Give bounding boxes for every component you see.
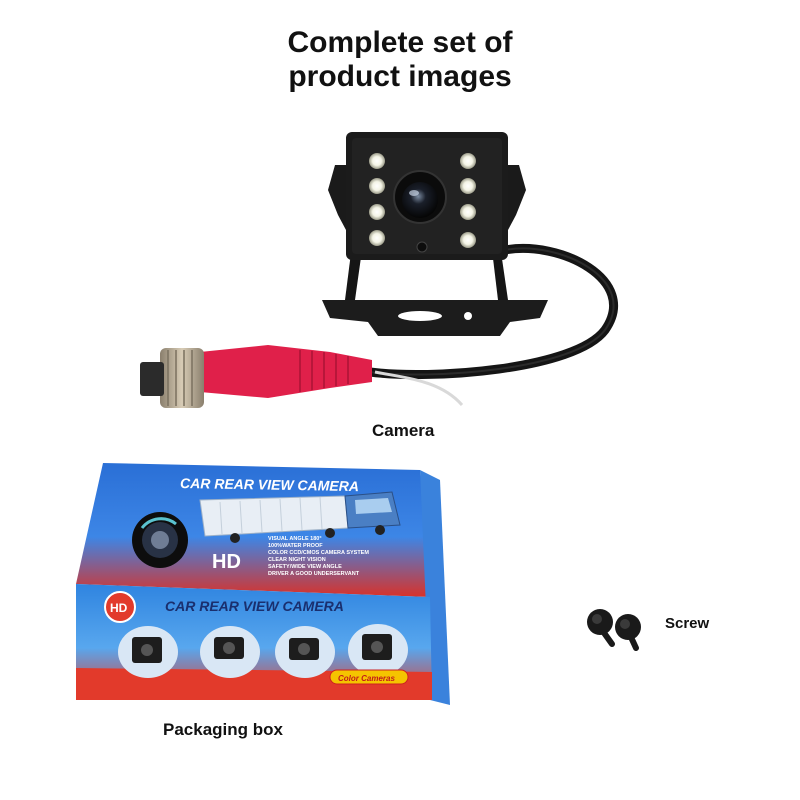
packaging-box: CAR REAR VIEW CAMERA HD V (76, 463, 450, 705)
truck-image (199, 491, 401, 543)
led-lights (369, 153, 476, 248)
box-feature-line: SAFETY/WIDE VIEW ANGLE (268, 564, 342, 570)
screws (587, 609, 641, 651)
box-top-heading: CAR REAR VIEW CAMERA (180, 475, 359, 494)
box-feature-line: COLOR CCD/CMOS CAMERA SYSTEM (268, 550, 369, 556)
camera-thumbnails (118, 624, 408, 678)
box-hd-text: HD (212, 551, 241, 573)
box-features: VISUAL ANGLE 180° 100%WATER PROOF COLOR … (268, 536, 369, 577)
packaging-box-label: Packaging box (163, 720, 283, 739)
front-hd-badge-text: HD (110, 601, 128, 615)
red-connector (200, 345, 372, 398)
box-feature-line: DRIVER A GOOD UNDERSERVANT (268, 571, 360, 577)
color-cameras-badge (329, 669, 409, 685)
box-side-face (420, 470, 450, 705)
box-feature-line: VISUAL ANGLE 180° (268, 536, 322, 542)
camera (140, 132, 618, 408)
camera-label: Camera (372, 421, 435, 440)
front-hd-badge (104, 591, 136, 623)
white-wire (374, 370, 464, 406)
page-title: Complete set of product images (0, 26, 800, 94)
box-feature-line: 100%WATER PROOF (268, 543, 323, 549)
box-front-heading: CAR REAR VIEW CAMERA (165, 598, 344, 614)
screw-label: Screw (665, 615, 710, 632)
color-cameras-text: Color Cameras (338, 674, 395, 683)
title-line-1: Complete set of (287, 26, 513, 59)
box-feature-line: CLEAR NIGHT VISION (268, 557, 326, 563)
title-line-2: product images (288, 60, 512, 93)
connector-nut (160, 348, 204, 408)
